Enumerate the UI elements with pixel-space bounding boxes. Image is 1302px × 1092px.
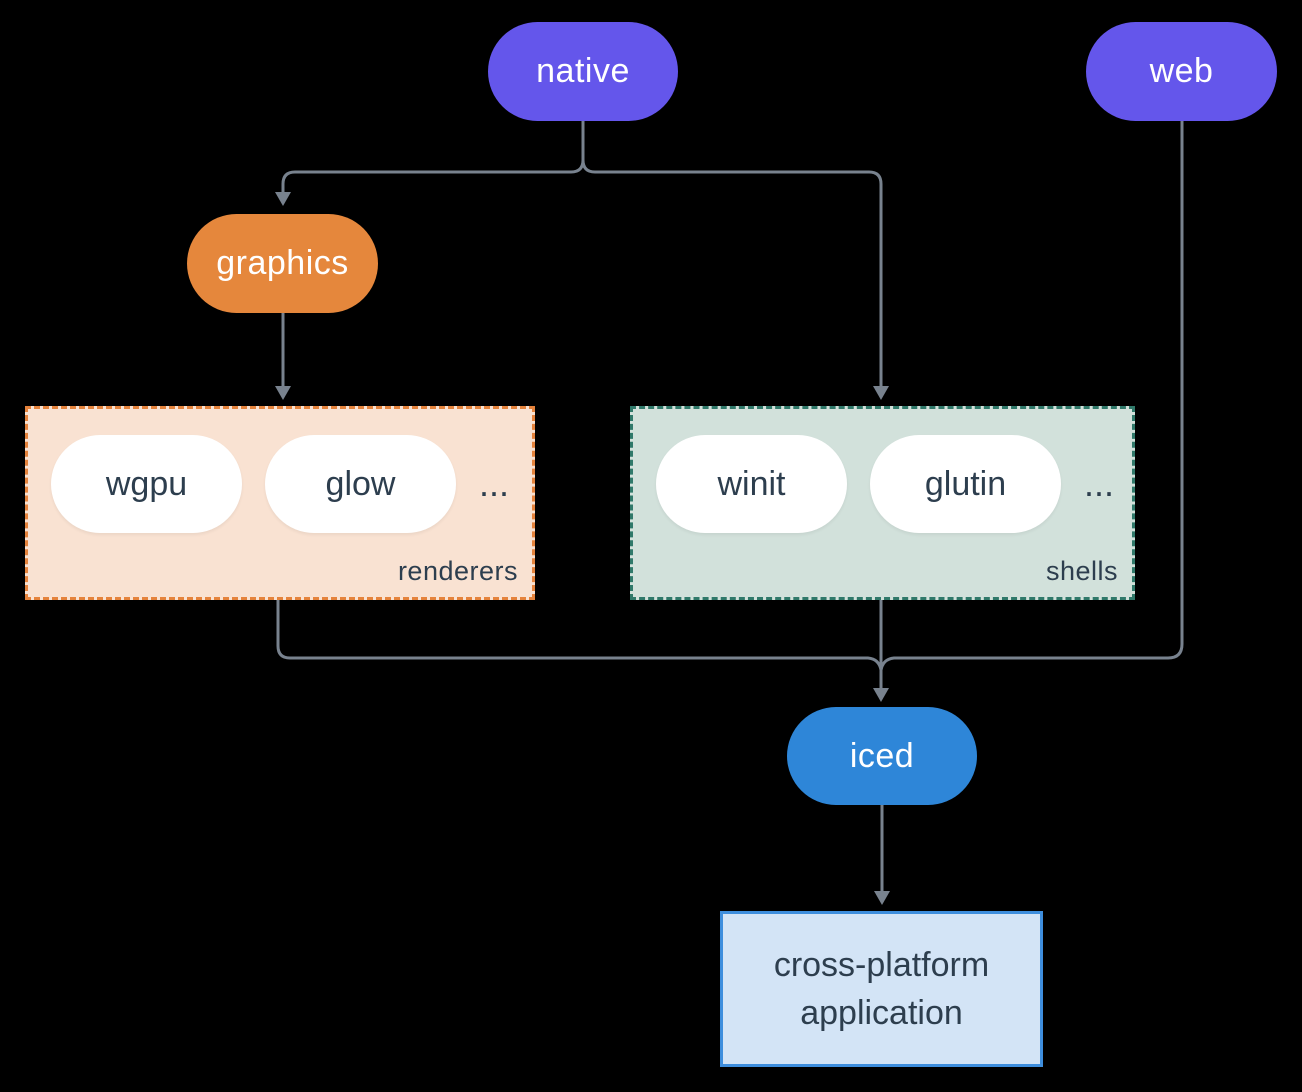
- edge-native-to-graphics: [281, 121, 585, 192]
- edge-renderers-to-merge: [276, 600, 883, 671]
- group-renderers-label: renderers: [397, 556, 518, 586]
- node-winit: winit: [656, 435, 847, 533]
- node-glutin: glutin: [870, 435, 1061, 533]
- node-glow-label: glow: [325, 464, 396, 503]
- node-graphics-label: graphics: [216, 244, 349, 282]
- node-iced: iced: [787, 707, 977, 805]
- arrowhead-app: [874, 891, 890, 905]
- node-wgpu-label: wgpu: [105, 464, 188, 503]
- edge-web-to-merge: [879, 121, 1184, 671]
- shells-ellipsis: ...: [1084, 463, 1115, 504]
- node-native: native: [488, 22, 678, 121]
- node-glow: glow: [265, 435, 456, 533]
- renderers-ellipsis: ...: [479, 463, 510, 504]
- node-graphics: graphics: [187, 214, 378, 313]
- node-native-label: native: [536, 52, 630, 90]
- arrowhead-graphics: [275, 192, 291, 206]
- group-renderers: wgpu glow ... renderers: [25, 406, 535, 600]
- node-iced-label: iced: [849, 736, 915, 775]
- group-shells: winit glutin ... shells: [630, 406, 1135, 600]
- node-cross-platform-application: cross-platform application: [720, 911, 1043, 1067]
- node-wgpu: wgpu: [51, 435, 242, 533]
- edge-native-to-shells: [581, 121, 883, 386]
- node-web: web: [1086, 22, 1277, 121]
- group-shells-label: shells: [1045, 556, 1118, 586]
- arrowhead-shells: [873, 386, 889, 400]
- arrowhead-iced: [873, 688, 889, 702]
- node-app-label: cross-platform application: [773, 946, 990, 1032]
- arrowhead-renderers: [275, 386, 291, 400]
- node-glutin-label: glutin: [924, 464, 1007, 503]
- node-winit-label: winit: [717, 464, 786, 503]
- node-web-label: web: [1149, 52, 1214, 90]
